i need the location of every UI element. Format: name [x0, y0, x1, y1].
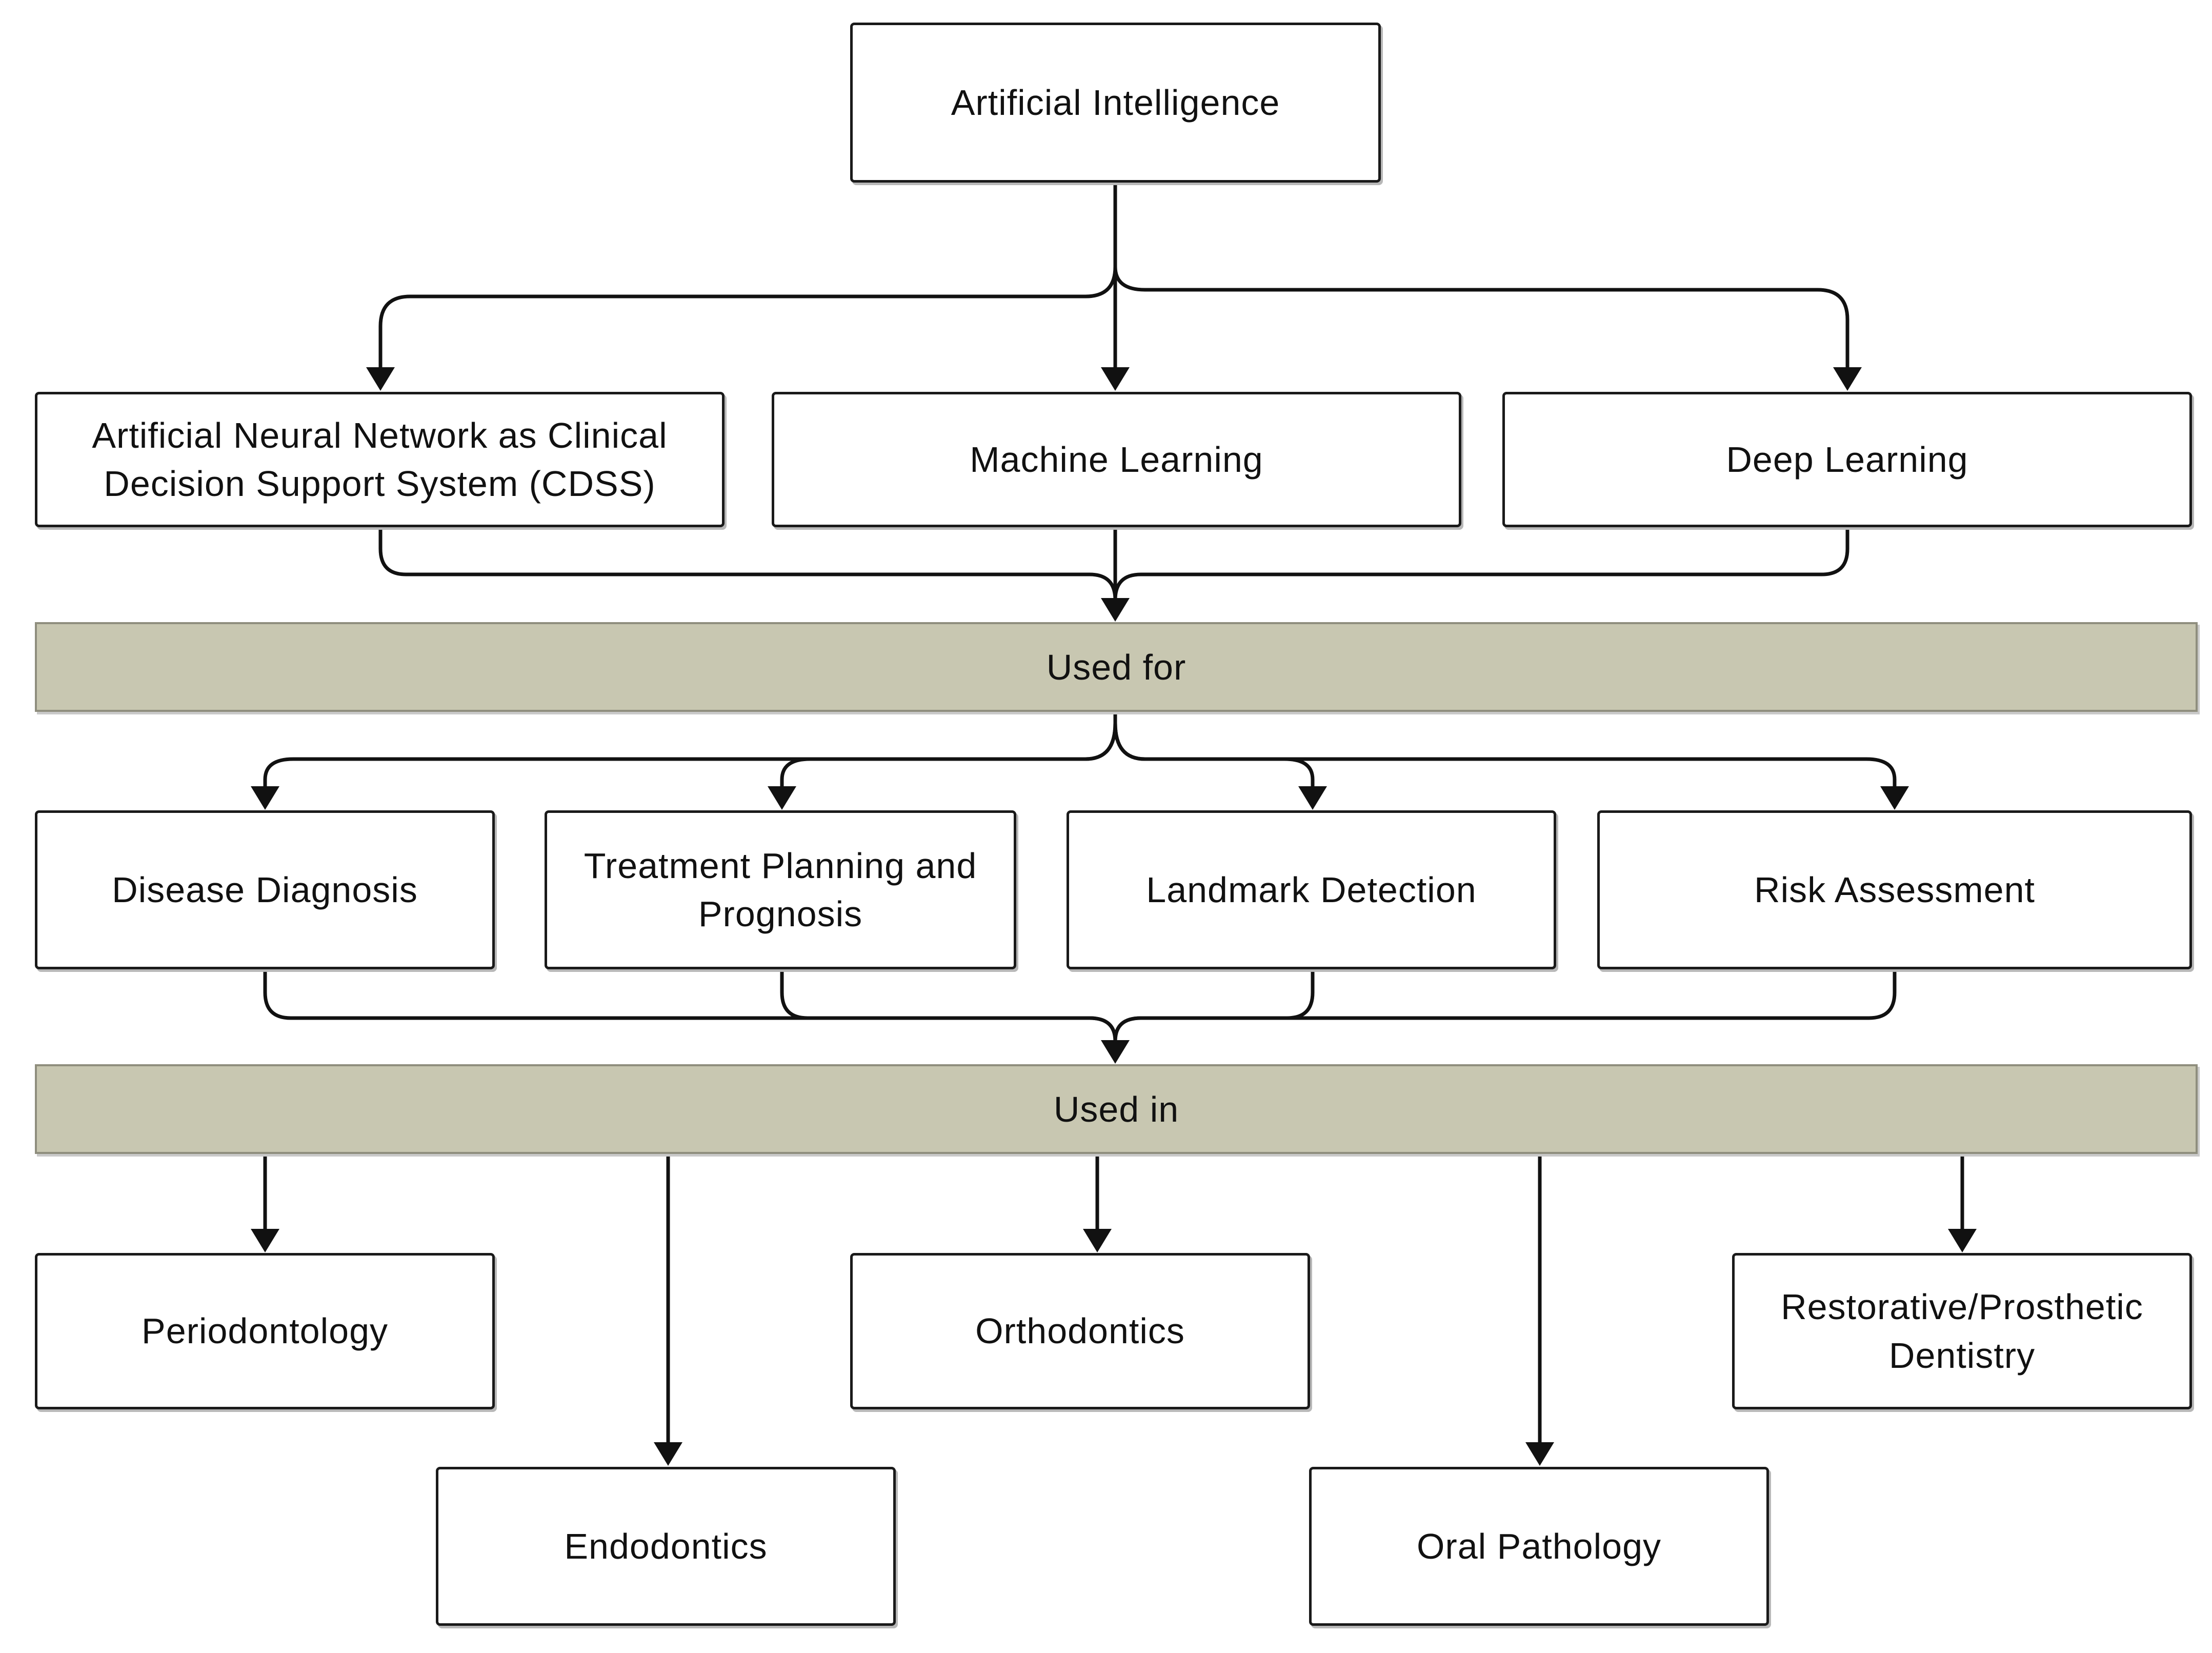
connector-treatment-merge	[780, 968, 1117, 1043]
connector-cdss-merge	[378, 526, 1117, 602]
arrowhead-endodontics	[654, 1442, 682, 1466]
node-treatment-planning: Treatment Planning and Prognosis	[545, 810, 1016, 969]
node-label: Periodontology	[142, 1311, 388, 1351]
band-label: Used in	[1053, 1089, 1179, 1129]
node-label: Restorative/Prosthetic Dentistry	[1781, 1287, 2143, 1376]
connector-landmark-merge	[1113, 968, 1315, 1043]
node-periodontology: Periodontology	[35, 1253, 495, 1409]
arrowhead-oral-pathology	[1525, 1442, 1554, 1466]
arrowhead-dl	[1833, 367, 1862, 391]
arrowhead-periodontology	[251, 1229, 279, 1252]
connector-root-to-cdss	[378, 265, 1117, 370]
connector-to-disease-diagnosis	[263, 721, 1117, 789]
node-label: Orthodontics	[975, 1311, 1185, 1351]
node-label: Deep Learning	[1726, 439, 1968, 480]
node-artificial-intelligence: Artificial Intelligence	[850, 23, 1381, 183]
node-label: Artificial Neural Network as Clinical De…	[92, 415, 668, 504]
arrowhead-landmark-detection	[1298, 786, 1327, 810]
node-orthodontics: Orthodontics	[850, 1253, 1310, 1409]
node-oral-pathology: Oral Pathology	[1309, 1467, 1769, 1626]
arrowhead-ml	[1101, 367, 1130, 391]
node-label: Disease Diagnosis	[112, 869, 418, 910]
connector-risk-merge	[1113, 968, 1897, 1043]
arrowhead-used-in	[1101, 1040, 1130, 1064]
node-label: Artificial Intelligence	[951, 82, 1280, 123]
band-used-for: Used for	[35, 622, 2198, 712]
node-label: Oral Pathology	[1416, 1526, 1662, 1566]
node-label: Landmark Detection	[1146, 869, 1477, 910]
arrowhead-restorative	[1948, 1229, 1977, 1252]
node-endodontics: Endodontics	[436, 1467, 896, 1626]
arrowhead-orthodontics	[1083, 1229, 1112, 1252]
connector-to-landmark-detection	[1113, 721, 1315, 789]
node-risk-assessment: Risk Assessment	[1597, 810, 2192, 969]
arrowhead-used-for	[1101, 598, 1130, 622]
band-label: Used for	[1046, 647, 1187, 687]
connector-root-to-dl	[1113, 265, 1849, 370]
arrowhead-disease-diagnosis	[251, 786, 279, 810]
connector-to-treatment-planning	[780, 721, 1117, 789]
connector-to-risk-assessment	[1113, 721, 1897, 789]
arrowhead-treatment-planning	[768, 786, 796, 810]
node-disease-diagnosis: Disease Diagnosis	[35, 810, 495, 969]
arrowhead-cdss	[366, 367, 395, 391]
node-label: Machine Learning	[970, 439, 1263, 480]
node-label: Risk Assessment	[1754, 869, 2035, 910]
node-machine-learning: Machine Learning	[772, 392, 1461, 527]
node-label: Endodontics	[564, 1526, 768, 1566]
node-deep-learning: Deep Learning	[1502, 392, 2192, 527]
node-ann-cdss: Artificial Neural Network as Clinical De…	[35, 392, 725, 527]
node-landmark-detection: Landmark Detection	[1067, 810, 1556, 969]
connector-disease-merge	[263, 968, 1117, 1043]
node-restorative-prosthetic: Restorative/Prosthetic Dentistry	[1732, 1253, 2192, 1409]
node-label: Treatment Planning and Prognosis	[584, 845, 977, 934]
arrowhead-risk-assessment	[1880, 786, 1909, 810]
connector-dl-merge	[1113, 526, 1849, 602]
band-used-in: Used in	[35, 1064, 2198, 1154]
